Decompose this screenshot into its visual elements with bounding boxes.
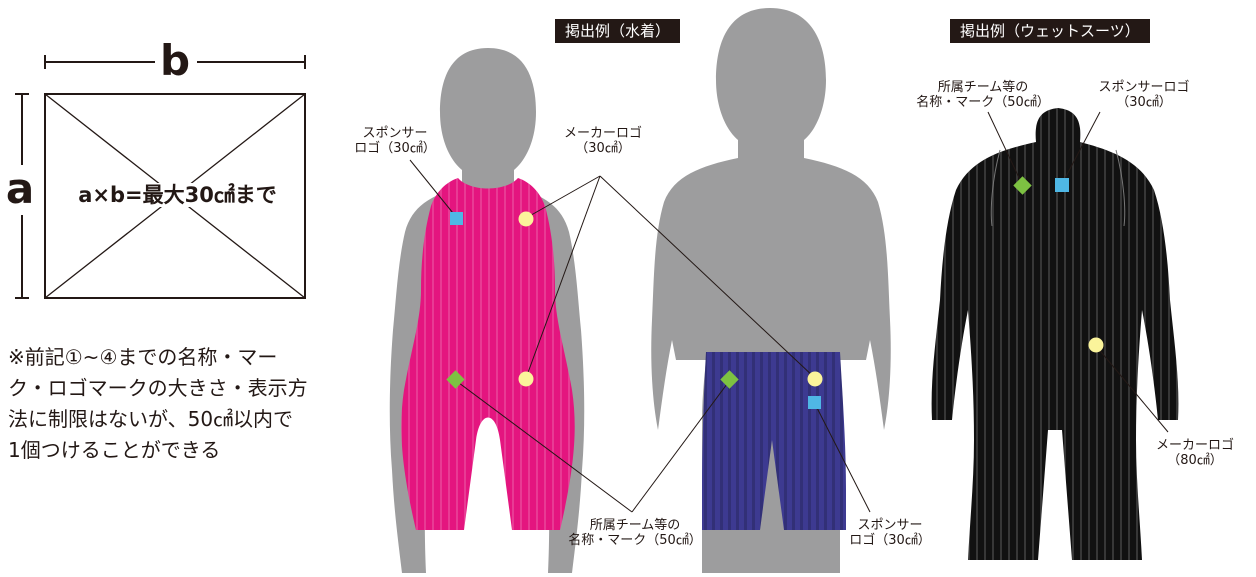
size-note: ※前記①~④までの名称・マー ク・ロゴマークの大きさ・表示方 法に制限はないが、… — [8, 342, 360, 466]
wetsuit-figure — [931, 108, 1179, 560]
label-sponsor-logo-female: スポンサー ロゴ（30㎠） — [340, 126, 450, 156]
label-line: ロゴ（30㎠） — [354, 141, 436, 156]
leader-lines — [409, 111, 1169, 513]
team-mark-male — [720, 370, 739, 389]
dimension-label-b: b — [158, 36, 192, 85]
maker-mark-male — [807, 371, 823, 387]
note-line: 1個つけることができる — [8, 438, 221, 462]
team-mark-wetsuit — [1013, 176, 1032, 195]
label-line: （80㎠） — [1167, 453, 1223, 468]
maker-mark-wetsuit — [1088, 337, 1104, 353]
label-line: （30㎠） — [1116, 95, 1172, 110]
note-line: ※前記①~④までの名称・マー — [8, 345, 278, 369]
label-team-mark-swimsuit: 所属チーム等の 名称・マーク（50㎠） — [560, 518, 710, 548]
header-wetsuit-example: 掲出例（ウェットスーツ） — [950, 19, 1150, 43]
label-line: 名称・マーク（50㎠） — [568, 533, 702, 548]
label-team-mark-wetsuit: 所属チーム等の 名称・マーク（50㎠） — [908, 80, 1058, 110]
label-line: （30㎠） — [575, 141, 631, 156]
female-swimsuit — [401, 178, 575, 530]
label-maker-logo-swimsuit: メーカーロゴ （30㎠） — [548, 126, 658, 156]
label-line: 名称・マーク（50㎠） — [916, 95, 1050, 110]
label-line: メーカーロゴ — [563, 126, 642, 141]
sponsor-mark-male — [808, 396, 821, 409]
label-line: スポンサーロゴ — [1098, 80, 1190, 95]
area-formula-text: a×b=最大30㎠まで — [76, 183, 279, 207]
area-formula: a×b=最大30㎠まで — [50, 181, 305, 209]
maker-mark-female-hip — [518, 371, 534, 387]
dimension-box — [15, 55, 306, 299]
note-line: ク・ロゴマークの大きさ・表示方 — [8, 376, 308, 400]
dimension-label-a: a — [3, 168, 37, 210]
male-figure — [651, 8, 891, 573]
sponsor-mark-female — [450, 212, 463, 225]
label-line: スポンサー — [362, 126, 428, 141]
note-line: 法に制限はないが、50㎠以内で — [8, 407, 294, 431]
maker-mark-female-chest — [518, 211, 534, 227]
area-rectangle — [44, 93, 306, 299]
label-line: ロゴ（30㎠） — [849, 533, 931, 548]
wetsuit-stripes — [931, 108, 1179, 560]
male-silhouette — [651, 8, 891, 573]
label-line: メーカーロゴ — [1155, 438, 1234, 453]
label-sponsor-logo-male: スポンサー ロゴ（30㎠） — [840, 518, 940, 548]
label-line: 所属チーム等の — [937, 80, 1029, 95]
sponsor-mark-wetsuit — [1055, 178, 1069, 192]
label-maker-logo-wetsuit: メーカーロゴ （80㎠） — [1140, 438, 1250, 468]
header-swimsuit-example: 掲出例（水着） — [555, 19, 681, 43]
label-line: 所属チーム等の — [589, 518, 681, 533]
marks — [446, 176, 1104, 409]
female-swimsuit-stripes — [401, 178, 575, 530]
label-sponsor-logo-wetsuit: スポンサーロゴ （30㎠） — [1084, 80, 1204, 110]
label-line: スポンサー — [857, 518, 923, 533]
team-mark-female — [446, 370, 465, 389]
